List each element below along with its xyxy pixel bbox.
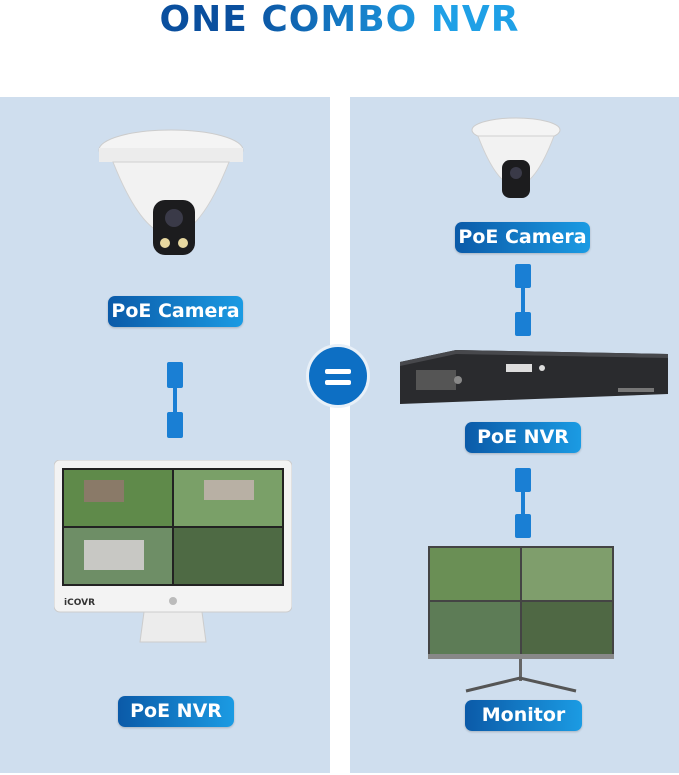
monitor-label: Monitor <box>465 700 582 731</box>
equals-icon <box>306 344 370 408</box>
brand-logo: iCOVR <box>64 598 95 608</box>
monitor-image <box>428 546 614 693</box>
cable-connector-icon <box>167 362 183 438</box>
cable-connector-icon <box>515 468 531 538</box>
dome-camera-image <box>98 129 244 255</box>
cable-connector-icon <box>515 264 531 336</box>
poe-camera-label: PoE Camera <box>108 296 243 327</box>
nvr-recorder-image <box>400 350 668 404</box>
page-title: ONE COMBO NVR <box>0 0 679 40</box>
poe-nvr-label: PoE NVR <box>118 696 234 727</box>
dome-camera-image <box>471 117 561 198</box>
poe-camera-label: PoE Camera <box>455 222 590 253</box>
nvr-monitor-image <box>54 460 292 643</box>
poe-nvr-label: PoE NVR <box>465 422 581 453</box>
